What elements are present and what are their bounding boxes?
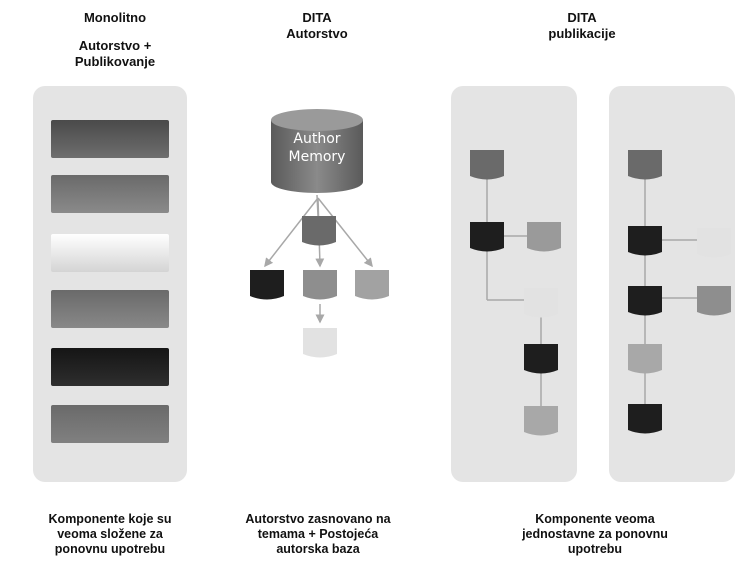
author-memory-label: Author Memory [269,130,365,166]
dita-publishing-caption: Komponente veoma jednostavne za ponovnu … [490,512,700,557]
dita-authoring-title-line2: Autorstvo [286,26,348,41]
authoring-topic-root-icon [302,216,336,246]
publication2-topic-4-icon [628,286,662,316]
dita-authoring-caption-line1: Autorstvo zasnovano na [245,512,391,526]
monolithic-caption-line1: Komponente koje su [48,512,172,526]
publication1-topic-4-icon [524,288,558,318]
publication1-topic-6-icon [524,406,558,436]
dita-publishing-title: DITA publikacije [520,10,644,42]
dita-publishing-caption-line1: Komponente veoma [535,512,655,526]
publication2-topic-6-icon [628,344,662,374]
dita-publishing-title-line2: publikacije [548,26,616,41]
publication1-topic-1-icon [470,150,504,180]
monolithic-component-5 [51,348,169,386]
dita-publishing-title-line1: DITA [567,10,597,25]
publication-panel-1 [451,86,577,482]
monolithic-component-4 [51,290,169,328]
authoring-topic-dark-icon [250,270,284,300]
publication2-topic-3-icon [697,228,731,258]
dita-authoring-caption: Autorstvo zasnovano na temama + Postojeć… [218,512,418,557]
authoring-topic-light-icon [355,270,389,300]
monolithic-caption-line3: ponovnu upotrebu [54,542,166,556]
monolithic-title-line1: Monolitno [83,10,147,25]
author-memory-label-line2: Memory [288,149,346,165]
dita-authoring-caption-line3: autorska baza [276,542,360,556]
publication2-topic-5-icon [697,286,731,316]
monolithic-caption: Komponente koje su veoma složene za pono… [15,512,205,557]
dita-authoring-caption-line2: temama + Postojeća [257,527,379,541]
author-memory-database-icon [271,109,363,193]
monolithic-caption-line2: veoma složene za [57,527,163,541]
monolithic-component-3 [51,234,169,272]
publication2-topic-7-icon [628,404,662,434]
monolithic-component-2 [51,175,169,213]
dita-authoring-title-line1: DITA [302,10,332,25]
publication1-topic-5-icon [524,344,558,374]
monolithic-component-1 [51,120,169,158]
monolithic-title-line2: Autorstvo + Publikovanje [74,38,156,69]
monolithic-title: Monolitno Autorstvo + Publikovanje [40,10,190,70]
dita-authoring-title: DITA Autorstvo [255,10,379,42]
publication1-topic-2-icon [470,222,504,252]
monolithic-component-6 [51,405,169,443]
author-memory-label-line1: Author [293,131,341,147]
dita-publishing-caption-line2: jednostavne za ponovnu [522,527,668,541]
monolithic-panel [33,86,187,482]
publication2-topic-1-icon [628,150,662,180]
authoring-topic-mid-icon [303,270,337,300]
publication2-topic-2-icon [628,226,662,256]
publication1-topic-3-icon [527,222,561,252]
authoring-topic-very-light-icon [303,328,337,358]
dita-publishing-caption-line3: upotrebu [567,542,623,556]
